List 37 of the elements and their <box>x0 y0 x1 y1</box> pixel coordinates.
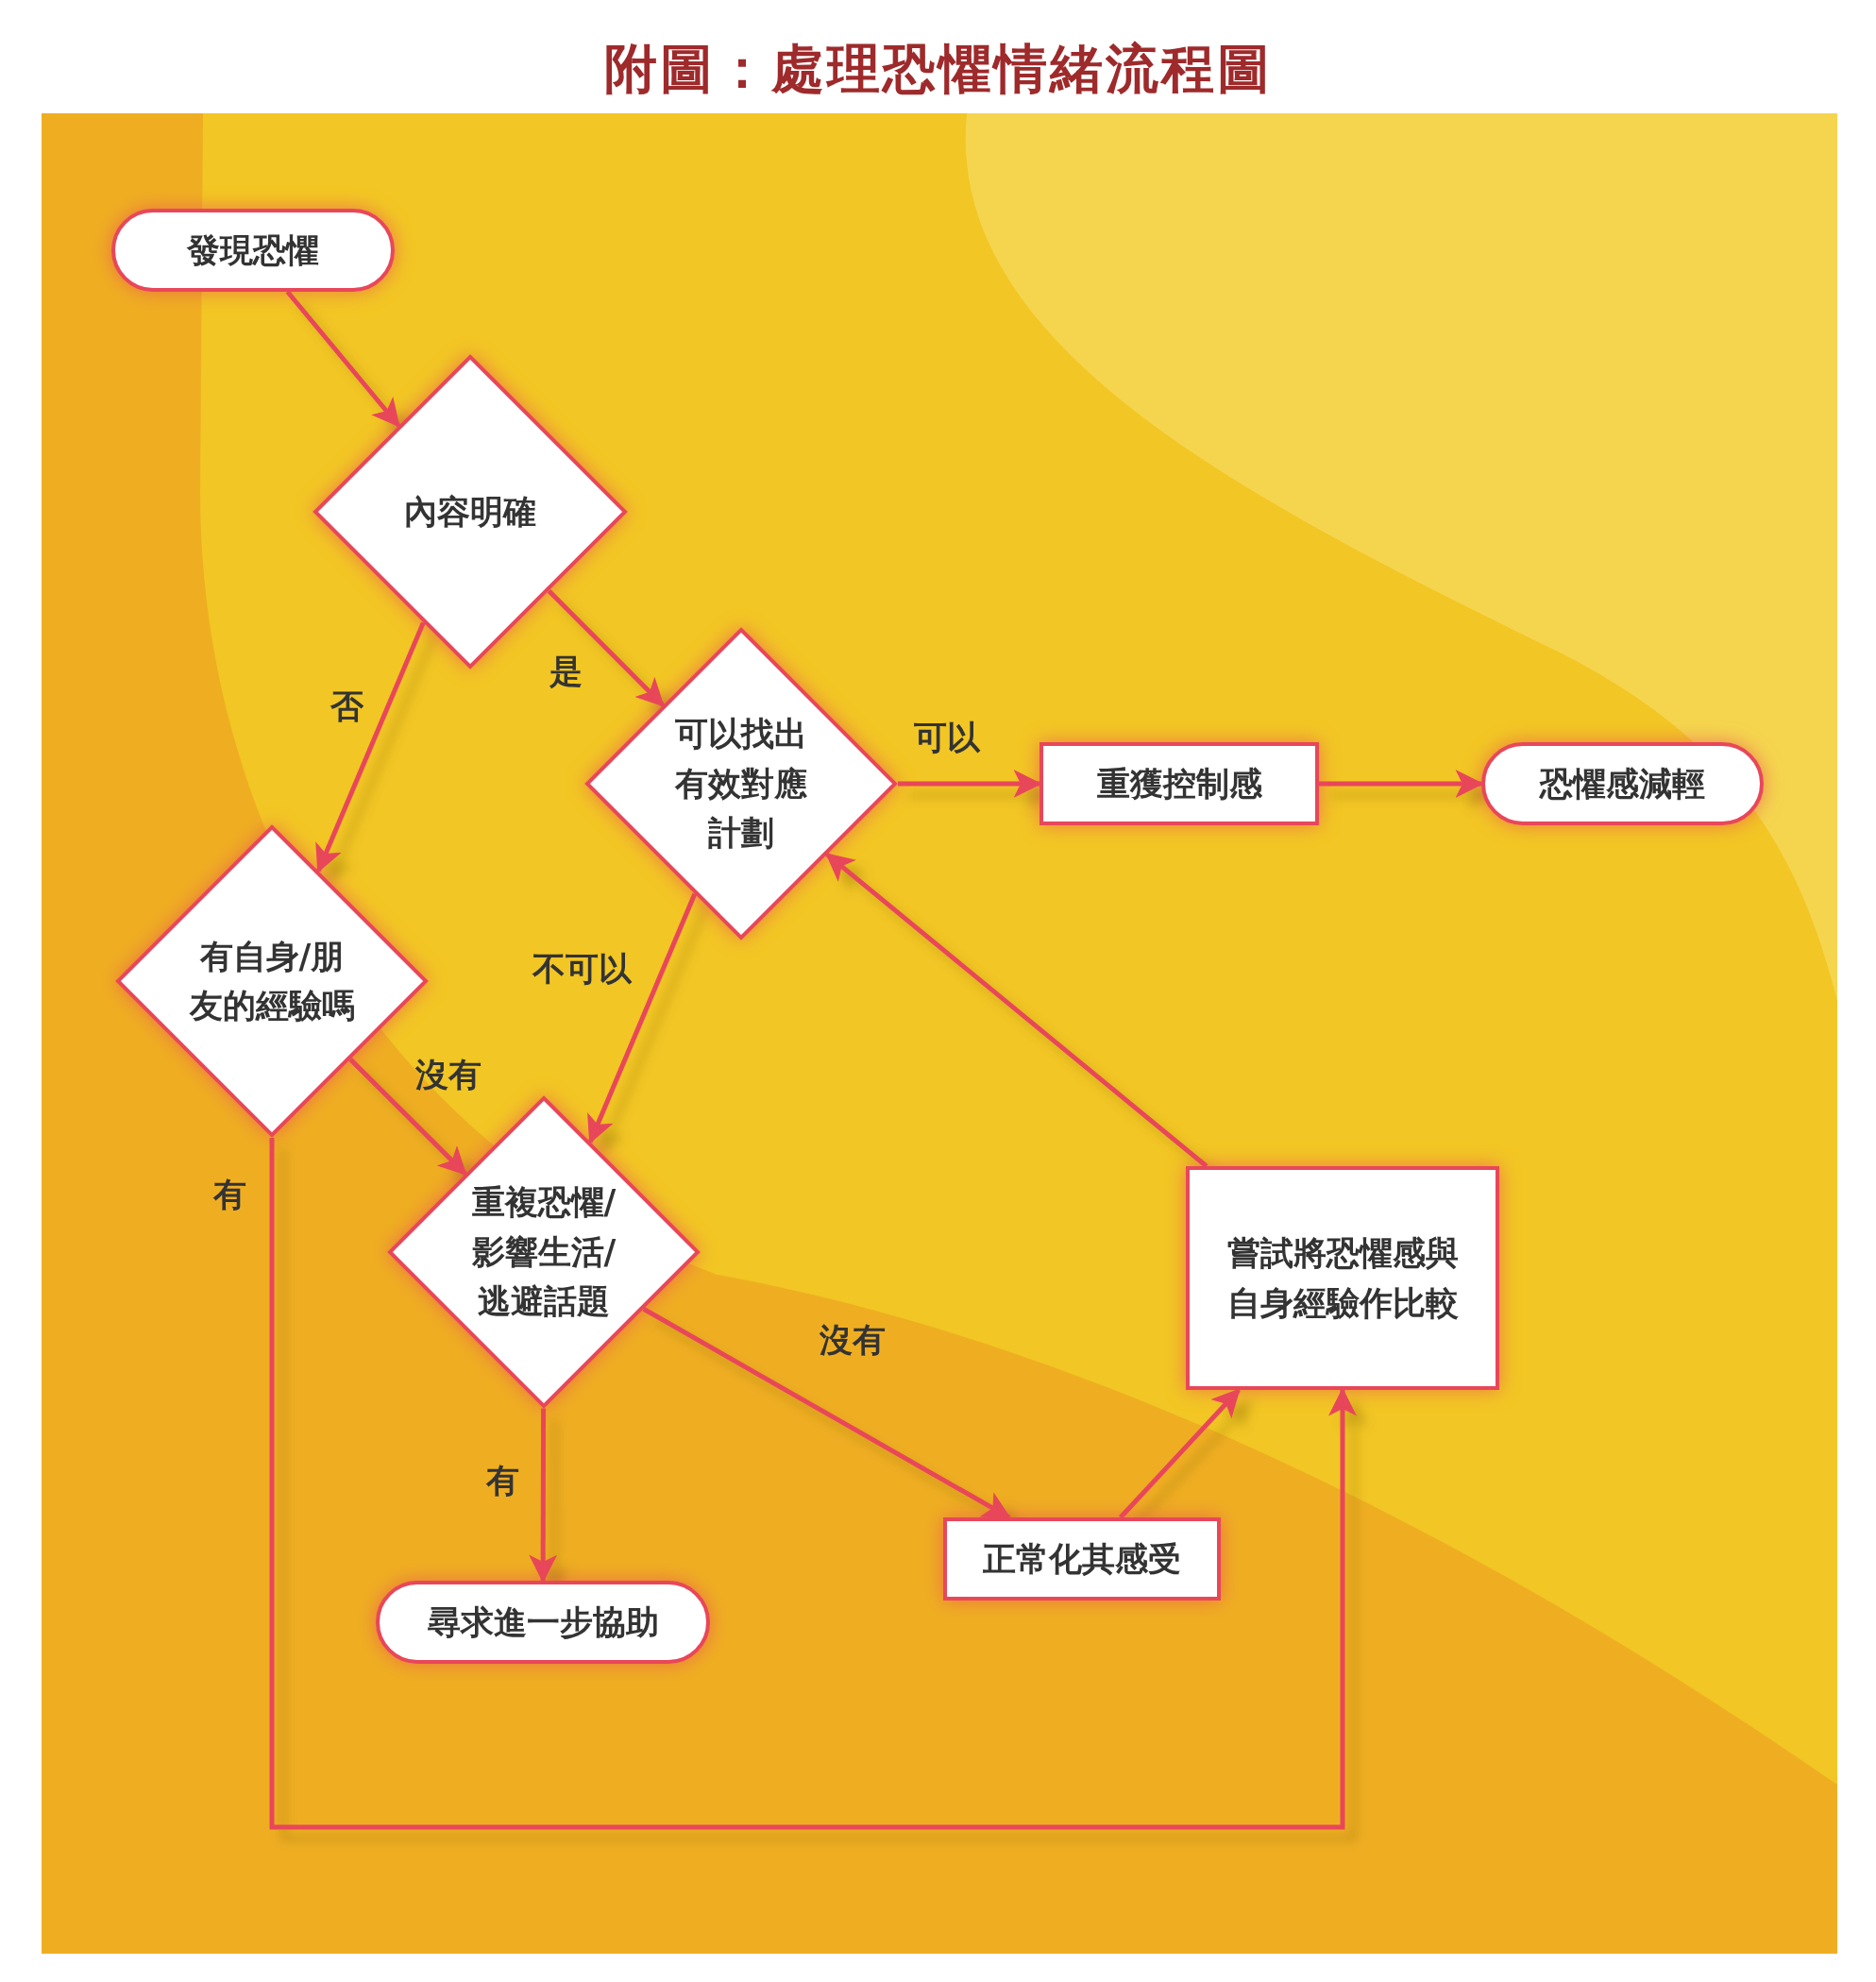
process-box <box>943 1517 1221 1601</box>
node-label: 正常化其感受 <box>982 1538 1182 1580</box>
terminal-box <box>376 1581 710 1664</box>
arrow <box>547 588 665 707</box>
terminal-box <box>1481 742 1764 825</box>
edge-label: 否 <box>330 686 363 727</box>
edge-label: 可以 <box>914 718 980 758</box>
edge-label: 有 <box>486 1461 519 1501</box>
diagram-title: 附圖：處理恐懼情緒流程圖 <box>602 37 1274 101</box>
node-label: 恐懼感減輕 <box>1538 763 1706 805</box>
decision-diamond <box>584 627 898 940</box>
process-box <box>1039 742 1319 825</box>
node-label: 發現恐懼 <box>185 229 320 271</box>
process-box <box>1186 1166 1499 1390</box>
node-label: 嘗試將恐懼感與自身經驗作比較 <box>1225 1233 1460 1324</box>
arrow <box>285 290 401 428</box>
arrow <box>348 1058 467 1176</box>
decision-diamond <box>387 1095 701 1409</box>
node-label: 有自身/朋友的經驗嗎 <box>189 936 355 1026</box>
arrow <box>825 852 1208 1168</box>
arrow <box>269 1138 1357 1830</box>
edge-label: 是 <box>549 652 583 692</box>
node-label: 內容明確 <box>403 491 537 533</box>
edge-label: 沒有 <box>820 1320 886 1361</box>
arrow <box>1119 1388 1241 1519</box>
arrow <box>529 1408 558 1584</box>
edge-label: 沒有 <box>415 1055 482 1095</box>
arrow <box>587 892 698 1144</box>
arrow <box>315 621 426 873</box>
node-label: 重複恐懼/影響生活/逃避話題 <box>470 1182 617 1323</box>
terminal-box <box>111 209 395 292</box>
node-label: 尋求進一步協助 <box>426 1601 660 1643</box>
arrow <box>642 1307 1011 1520</box>
edge-label: 有 <box>213 1175 246 1215</box>
edge-label: 不可以 <box>532 949 632 990</box>
node-label: 可以找出有效對應計劃 <box>673 714 808 855</box>
node-label: 重獲控制感 <box>1095 763 1263 805</box>
